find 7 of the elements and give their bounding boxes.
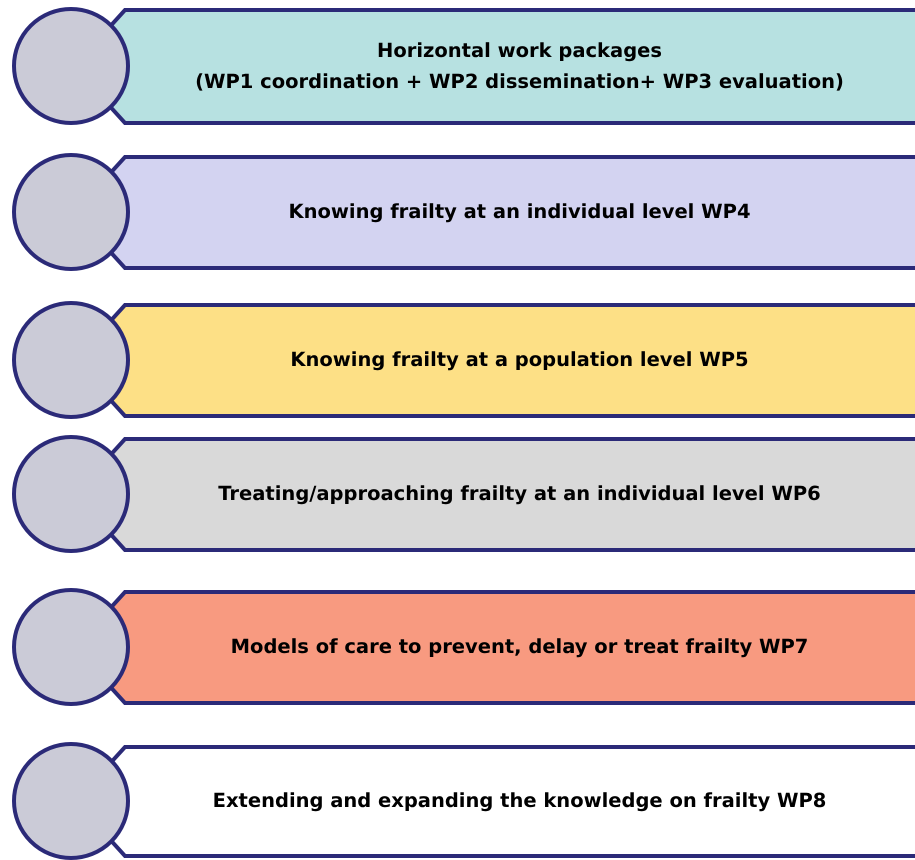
banner-text: Models of care to prevent, delay or treat frailty WP7: [230, 635, 808, 660]
banner-text: Treating/approaching frailty at an individual level WP6: [218, 482, 821, 507]
banner-text: Knowing frailty at a population level WP5: [290, 348, 749, 373]
banner-heading: Horizontal work packages: [377, 39, 662, 64]
banner-text: Extending and expanding the knowledge on frailty WP8: [212, 789, 826, 814]
banner-text: (WP1 coordination + WP2 dissemination+ WP3 evaluation): [195, 70, 844, 94]
banner-text: Knowing frailty at an individual level WP4: [288, 200, 751, 225]
